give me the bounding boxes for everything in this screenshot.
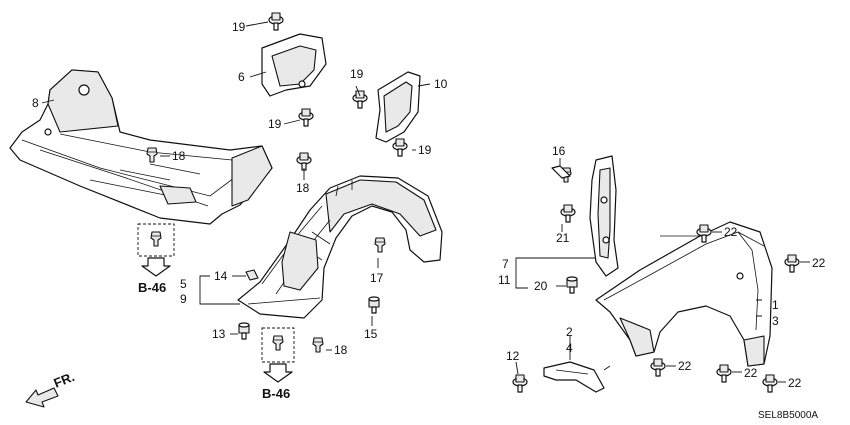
callout-6: 6 <box>238 70 245 84</box>
direction-label: FR. <box>52 369 77 391</box>
clip-detail-box-left <box>137 223 175 277</box>
front-arrow-icon <box>25 387 59 408</box>
air-guide-part-10 <box>375 71 421 143</box>
reference-b46-bottom: B-46 <box>262 386 290 401</box>
callout-17: 17 <box>370 271 384 285</box>
fasteners <box>146 12 800 393</box>
callout-19c: 19 <box>350 67 364 81</box>
callout-11: 11 <box>498 273 511 287</box>
shield-part-6 <box>261 33 327 97</box>
callout-18a: 18 <box>172 149 186 163</box>
callout-22c: 22 <box>678 359 692 373</box>
direction-indicator: FR. <box>25 369 77 408</box>
front-fender-part-1-3 <box>595 221 773 367</box>
lower-bracket-part-2-4 <box>543 361 605 393</box>
callout-19a: 19 <box>232 20 246 34</box>
callout-18b: 18 <box>296 181 310 195</box>
callout-16: 16 <box>552 144 566 158</box>
callout-10: 10 <box>434 77 448 91</box>
callout-22e: 22 <box>788 376 802 390</box>
diagram-code: SEL8B5000A <box>758 410 818 421</box>
callout-15: 15 <box>364 327 378 341</box>
callout-22d: 22 <box>744 366 758 380</box>
callout-5: 5 <box>180 277 187 291</box>
callout-4: 4 <box>566 341 573 355</box>
callout-22b: 22 <box>812 256 826 270</box>
callout-3: 3 <box>772 314 779 328</box>
fender-liner-part-5-9 <box>237 175 443 319</box>
callout-8: 8 <box>32 96 39 110</box>
callout-1: 1 <box>772 298 779 312</box>
callout-19b: 19 <box>268 117 282 131</box>
callout-9: 9 <box>180 292 187 306</box>
callout-7: 7 <box>502 257 509 271</box>
callout-14: 14 <box>214 269 228 283</box>
callout-19d: 19 <box>418 143 432 157</box>
callout-2: 2 <box>566 325 573 339</box>
callout-18c: 18 <box>334 343 348 357</box>
leader-lines <box>41 21 810 383</box>
callout-21: 21 <box>556 231 570 245</box>
callout-numbers: 1 3 2 4 5 9 6 7 11 8 10 12 13 14 15 16 1… <box>32 20 826 390</box>
callout-13: 13 <box>212 327 226 341</box>
under-cover-part-8 <box>9 69 273 225</box>
reference-b46-left: B-46 <box>138 280 166 295</box>
clip-detail-box-bottom <box>261 327 295 383</box>
fender-bracket-part-7-11 <box>589 155 619 277</box>
callout-12: 12 <box>506 349 520 363</box>
callout-22a: 22 <box>724 225 738 239</box>
callout-20: 20 <box>534 279 548 293</box>
